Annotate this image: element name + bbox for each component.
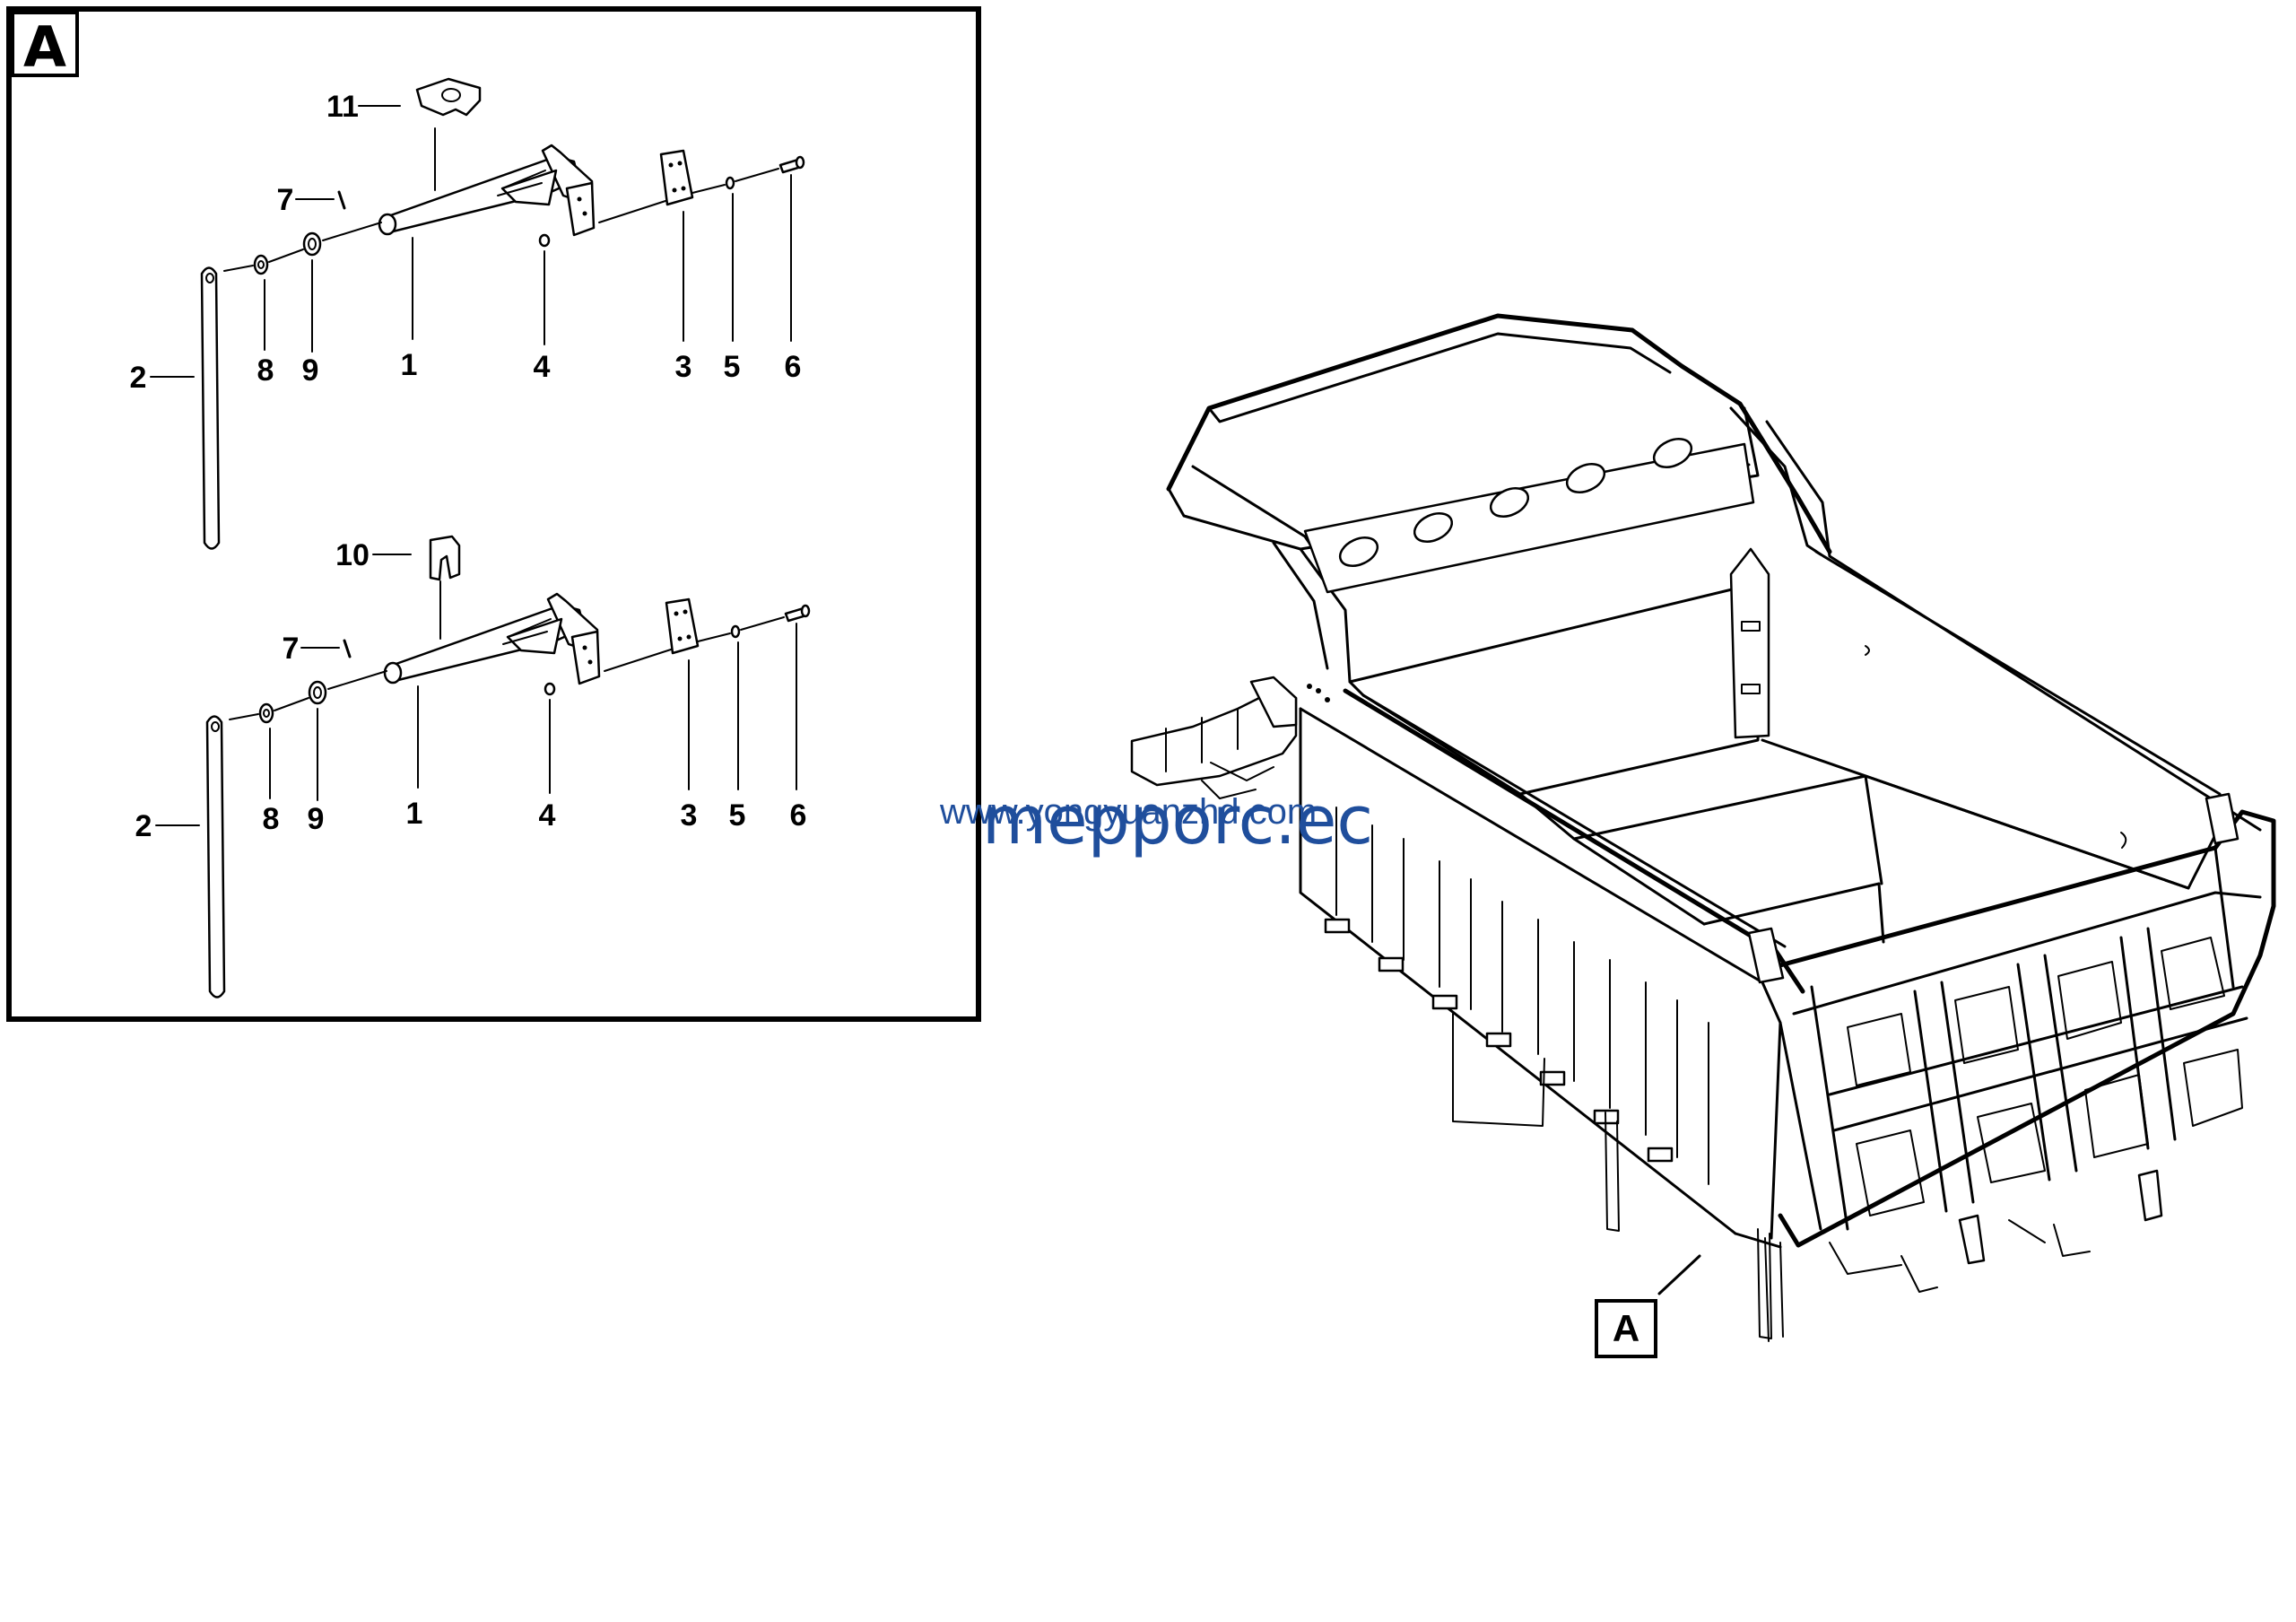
part-3-plate bbox=[665, 597, 700, 655]
reference-label: A bbox=[1613, 1307, 1639, 1349]
callout-8: 8 bbox=[263, 802, 280, 836]
part-11-clamp bbox=[415, 77, 482, 117]
callout-5: 5 bbox=[729, 798, 746, 833]
part-5-washer bbox=[725, 176, 735, 190]
detail-label-box bbox=[11, 11, 79, 77]
dump-body-illustration: A bbox=[1130, 313, 2276, 1358]
part-4-nut bbox=[544, 682, 556, 696]
part-2-bar bbox=[200, 266, 221, 550]
watermark-brand: mepporc.ec bbox=[982, 782, 1373, 859]
callout-8: 8 bbox=[257, 353, 274, 388]
part-5-washer bbox=[730, 624, 741, 639]
callout-1: 1 bbox=[401, 348, 418, 382]
part-7-pin bbox=[343, 639, 352, 658]
detail-frame bbox=[6, 6, 981, 1022]
lower-assembly: 10 7 2 8 9 1 4 3 5 6 bbox=[135, 535, 811, 998]
callout-2: 2 bbox=[135, 809, 152, 843]
watermark: mepporc.ec www.yongyuanzhd.com bbox=[939, 782, 1373, 859]
part-9-washer bbox=[308, 680, 327, 705]
callout-10: 10 bbox=[335, 538, 370, 572]
callout-2: 2 bbox=[130, 361, 147, 395]
part-10-clip bbox=[429, 535, 461, 581]
callout-11: 11 bbox=[326, 90, 359, 124]
callout-9: 9 bbox=[308, 802, 325, 836]
callout-3: 3 bbox=[675, 350, 692, 384]
watermark-url: www.yongyuanzhd.com bbox=[939, 792, 1317, 832]
callout-7: 7 bbox=[277, 183, 294, 217]
callout-9: 9 bbox=[302, 353, 319, 388]
part-2-bar bbox=[205, 715, 226, 998]
callout-6: 6 bbox=[790, 798, 807, 833]
reference-label-box bbox=[1595, 1299, 1657, 1358]
part-8-washer bbox=[253, 254, 269, 275]
part-3-plate bbox=[659, 149, 694, 206]
upper-assembly: 11 7 2 8 9 1 4 3 5 6 bbox=[130, 77, 805, 550]
detail-view-a: A bbox=[6, 6, 981, 1022]
callout-3: 3 bbox=[681, 798, 698, 833]
callout-4: 4 bbox=[539, 798, 556, 833]
part-8-washer bbox=[258, 702, 274, 724]
callout-7: 7 bbox=[283, 632, 300, 666]
callout-4: 4 bbox=[534, 350, 551, 384]
part-4-nut bbox=[538, 233, 551, 248]
callout-6: 6 bbox=[785, 350, 802, 384]
callout-5: 5 bbox=[724, 350, 741, 384]
part-9-washer bbox=[302, 231, 322, 257]
part-7-pin bbox=[337, 190, 346, 210]
callout-1: 1 bbox=[406, 797, 423, 831]
detail-label: A bbox=[23, 14, 66, 80]
